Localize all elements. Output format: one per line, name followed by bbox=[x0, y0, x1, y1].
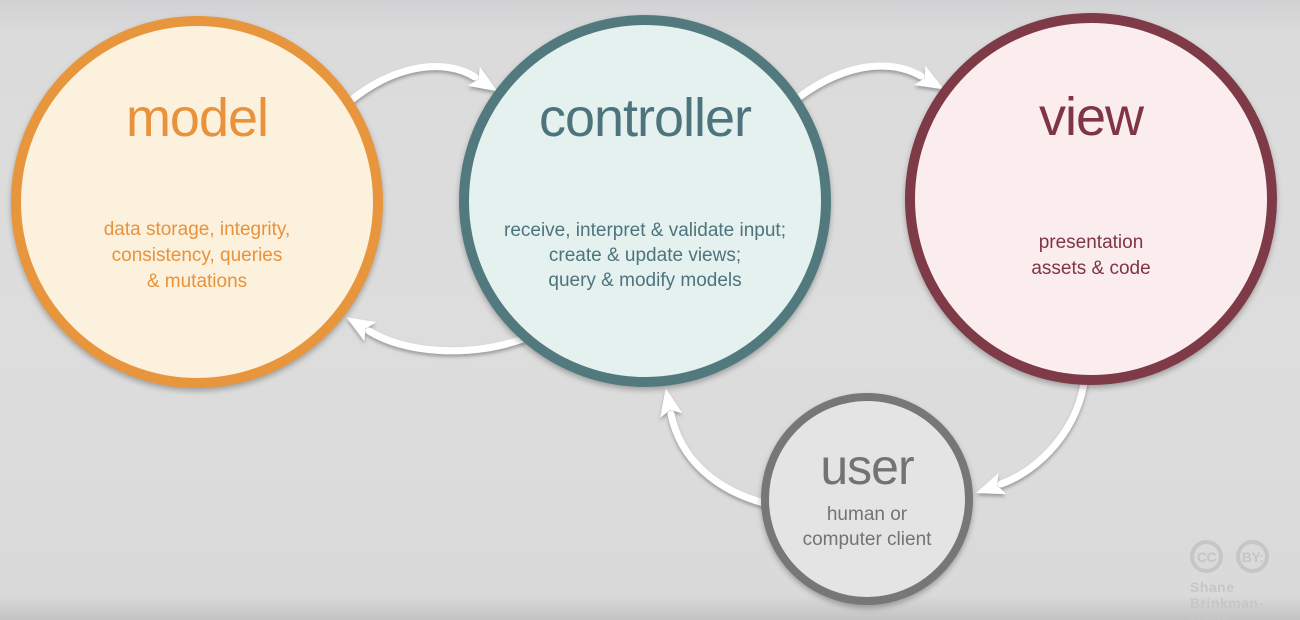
arrow-view-to-user bbox=[975, 371, 1089, 495]
arrow-user-to-controller bbox=[660, 387, 776, 509]
arrow-controller-to-model bbox=[346, 317, 527, 355]
node-user-body: human or computer client bbox=[802, 504, 932, 550]
cc-by-icon: BY: bbox=[1236, 540, 1269, 573]
node-user-title: user bbox=[820, 439, 914, 495]
cc-icon: CC bbox=[1190, 540, 1223, 573]
node-controller-body: receive, interpret & validate input; cre… bbox=[504, 220, 786, 291]
node-view: view presentation assets & code bbox=[905, 13, 1277, 385]
node-controller: controller receive, interpret & validate… bbox=[459, 15, 831, 387]
node-model: model data storage, integrity, consisten… bbox=[11, 16, 383, 388]
node-view-body: presentation assets & code bbox=[1031, 232, 1151, 279]
node-model-body: data storage, integrity, consistency, qu… bbox=[103, 219, 291, 292]
node-controller-title: controller bbox=[538, 88, 752, 148]
node-user: user human or computer client bbox=[761, 393, 973, 605]
arrow-controller-to-view bbox=[784, 62, 945, 110]
attribution-author: Shane Brinkman-Davis bbox=[1190, 579, 1264, 620]
license-badges: CC BY: bbox=[1190, 540, 1300, 573]
node-model-title: model bbox=[125, 88, 269, 148]
attribution: CC BY: Shane Brinkman-Davis bbox=[1190, 540, 1300, 620]
node-view-title: view bbox=[1038, 87, 1144, 147]
arrow-model-to-controller bbox=[338, 63, 498, 112]
